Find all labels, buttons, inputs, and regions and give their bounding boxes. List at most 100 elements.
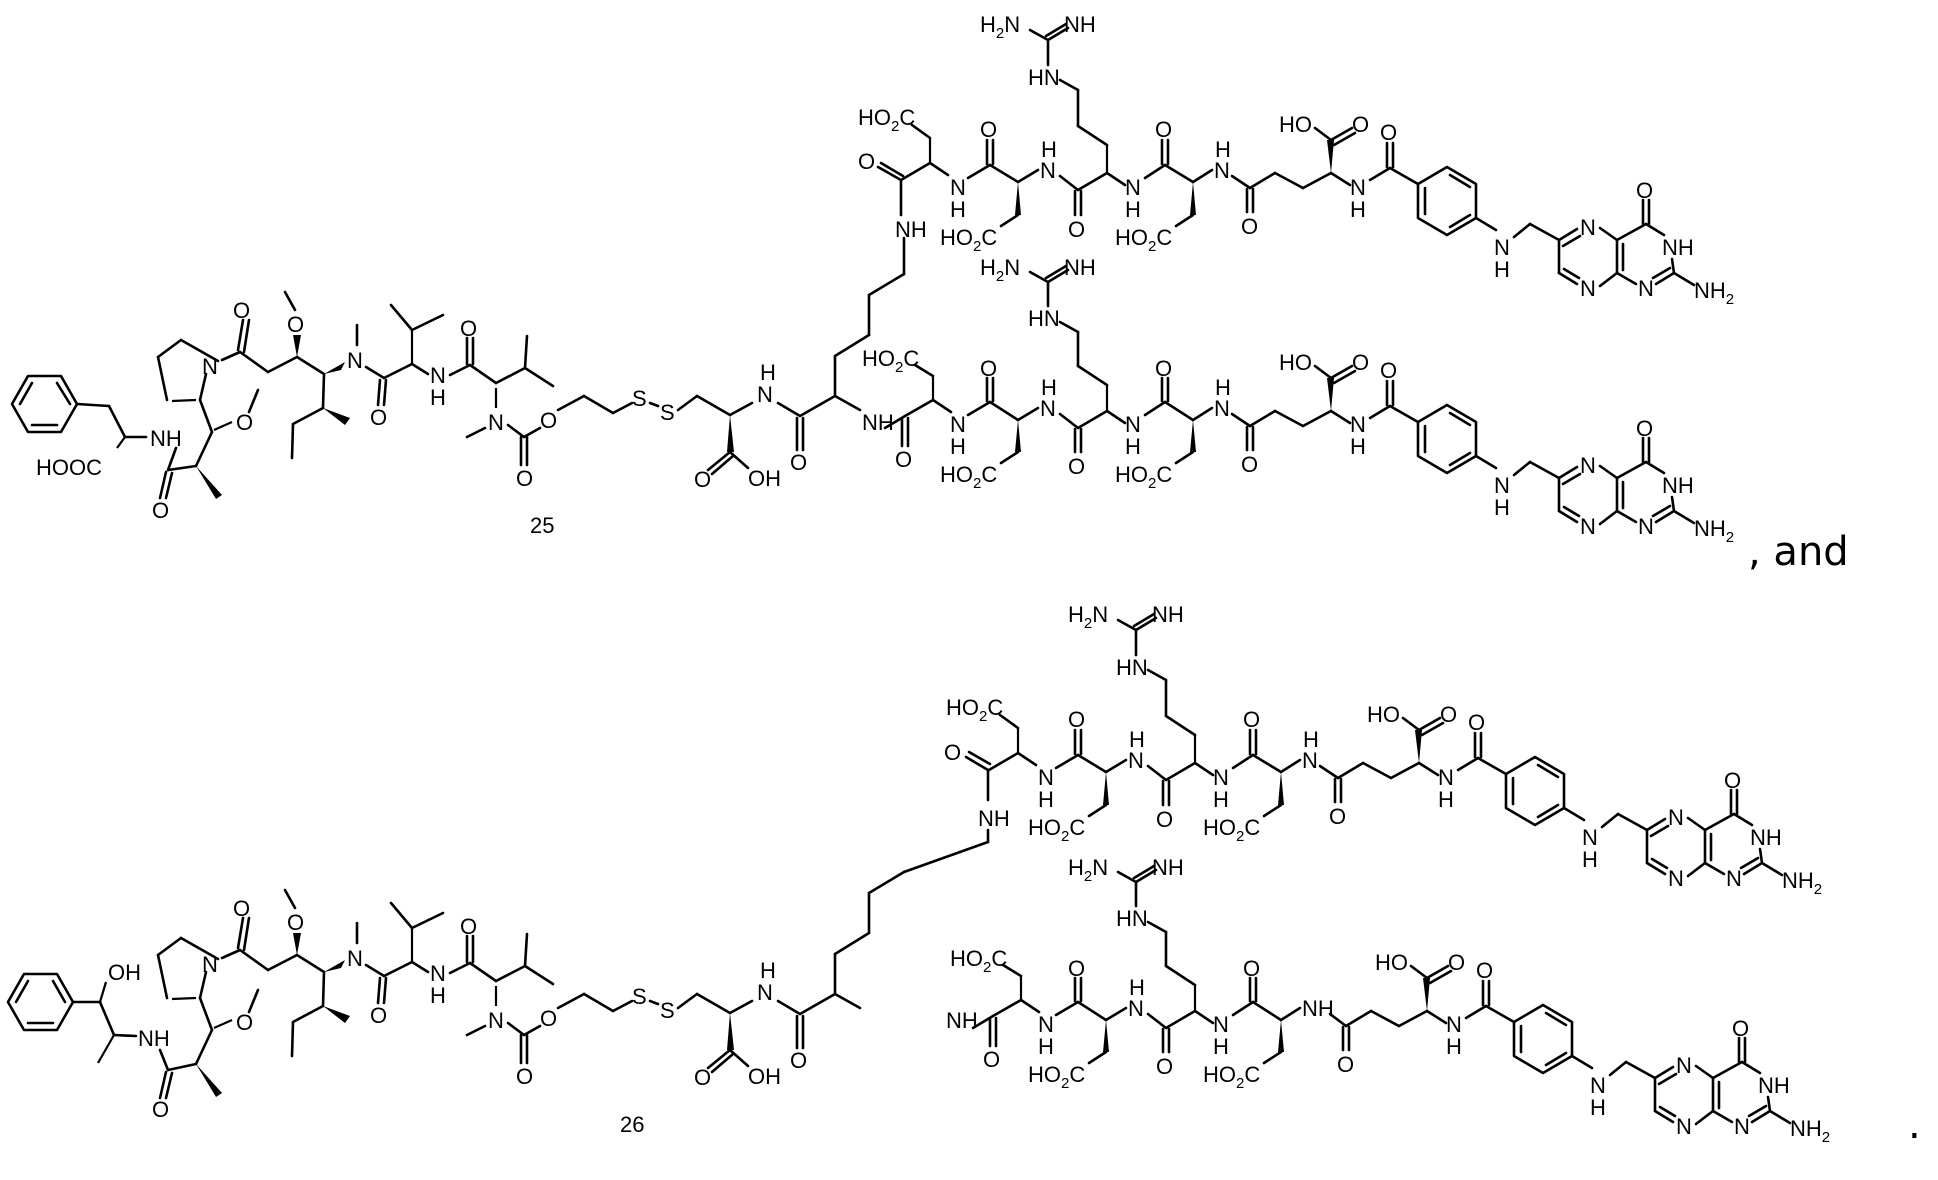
compound-25-structure: NH HOOC O O N O O N: [10, 12, 1849, 575]
atom-label: O: [895, 447, 912, 472]
atom-label: N: [1638, 514, 1654, 539]
ho2c-label: HO2C: [1203, 1062, 1260, 1092]
atom-label: O: [1440, 702, 1457, 727]
atom-label: H: [1129, 975, 1145, 1000]
atom-label: O: [790, 450, 807, 475]
atom-label: O: [1352, 112, 1369, 137]
atom-label: HO: [1279, 350, 1312, 375]
atom-label: N: [488, 410, 504, 435]
atom-label: S: [632, 984, 647, 1009]
atom-label: O: [540, 1006, 557, 1031]
atom-label: OH: [108, 960, 141, 985]
guanidine-h2n: H2N: [1068, 855, 1108, 885]
atom-label: O: [694, 1065, 711, 1090]
atom-label: NH: [1750, 825, 1782, 850]
atom-label: N: [1213, 765, 1229, 790]
atom-label: NH: [1662, 473, 1694, 498]
atom-label: H: [430, 385, 446, 410]
atom-label: HO: [1375, 950, 1408, 975]
atom-label: N: [1590, 1073, 1606, 1098]
atom-label: H: [1303, 727, 1319, 752]
atom-label: O: [1380, 358, 1397, 383]
atom-label: N: [1438, 765, 1454, 790]
guanidine-hn: HN: [1116, 655, 1148, 680]
atom-label: O: [540, 408, 557, 433]
atom-label: N: [950, 175, 966, 200]
atom-label: O: [1380, 120, 1397, 145]
guanidine-nh: NH: [1152, 855, 1184, 880]
atom-label: O: [1468, 710, 1485, 735]
atom-label: N: [1214, 396, 1230, 421]
atom-label: O: [1156, 807, 1173, 832]
atom-label: O: [694, 467, 711, 492]
atom-label: N: [1040, 158, 1056, 183]
atom-label: N: [1038, 1012, 1054, 1037]
atom-label: S: [660, 998, 675, 1023]
atom-label: O: [1448, 950, 1465, 975]
atom-label: O: [287, 312, 304, 337]
atom-label: N: [1638, 276, 1654, 301]
atom-label: O: [1068, 956, 1085, 981]
atom-label: O: [790, 1048, 807, 1073]
atom-label: O: [152, 1097, 169, 1122]
atom-label: H: [1438, 787, 1454, 812]
atom-label: N: [430, 961, 446, 986]
atom-label: O: [983, 1047, 1000, 1072]
atom-label: O: [1476, 958, 1493, 983]
atom-label: O: [1156, 1054, 1173, 1079]
atom-label: O: [1241, 214, 1258, 239]
atom-label: O: [1636, 178, 1653, 203]
atom-label: H: [1125, 434, 1141, 459]
atom-label: O: [1243, 707, 1260, 732]
atom-label: H: [1038, 1034, 1054, 1059]
atom-label: N: [347, 946, 363, 971]
atom-label: H: [1041, 375, 1057, 400]
atom-label: O: [1155, 117, 1172, 142]
ho2c-label: HO2C: [1115, 462, 1172, 492]
atom-label: N: [1350, 412, 1366, 437]
atom-label: N: [1668, 866, 1684, 891]
atom-label: N: [1350, 175, 1366, 200]
guanidine-h2n: H2N: [980, 12, 1020, 42]
atom-label: O: [980, 356, 997, 381]
atom-label: N: [1580, 453, 1596, 478]
guanidine-h2n: H2N: [1068, 602, 1108, 632]
atom-label: N: [488, 1008, 504, 1033]
atom-label: N: [1446, 1012, 1462, 1037]
atom-label: N: [1125, 175, 1141, 200]
atom-label: H: [1590, 1095, 1606, 1120]
phenyl-ring: [10, 374, 127, 439]
atom-label: OH: [748, 1064, 781, 1089]
atom-label: N: [1726, 866, 1742, 891]
atom-label: N: [202, 354, 218, 379]
atom-label: N: [1214, 158, 1230, 183]
atom-label: H: [1215, 375, 1231, 400]
atom-label: O: [233, 298, 250, 323]
atom-label: N: [1668, 805, 1684, 830]
compound-26-structure: OH NH O O N O O N: [6, 602, 1921, 1148]
ho2c-label: HO2C: [950, 946, 1007, 976]
atom-label: O: [236, 1010, 253, 1035]
atom-label: O: [516, 466, 533, 491]
pyrrolidine-ring: [156, 338, 220, 403]
atom-label: H: [1215, 137, 1231, 162]
ho2c-label: HO2C: [946, 695, 1003, 725]
lower-branch-peptide: O HO2C N H O HO2C N H O: [950, 855, 1830, 1146]
ho2c-label: HO2C: [1028, 1062, 1085, 1092]
atom-label: O: [287, 910, 304, 935]
pteridine-nh2: NH2: [1694, 278, 1734, 308]
atom-label: N: [950, 412, 966, 437]
atom-label: O: [1068, 707, 1085, 732]
atom-label: H: [1213, 787, 1229, 812]
atom-label: O: [516, 1064, 533, 1089]
pteridine-nh2: NH2: [1790, 1116, 1830, 1146]
atom-label: N: [1494, 235, 1510, 260]
atom-label: O: [858, 149, 875, 174]
atom-label: O: [1241, 452, 1258, 477]
upper-branch-peptide: HO2C N H O HO2C N H O HN: [946, 602, 1822, 898]
atom-label: O: [1155, 356, 1172, 381]
atom-label: N: [1128, 748, 1144, 773]
guanidine-nh: NH: [1064, 12, 1096, 37]
lower-branch-peptide: O HO2C N H O HO2C N H O: [862, 255, 1734, 546]
